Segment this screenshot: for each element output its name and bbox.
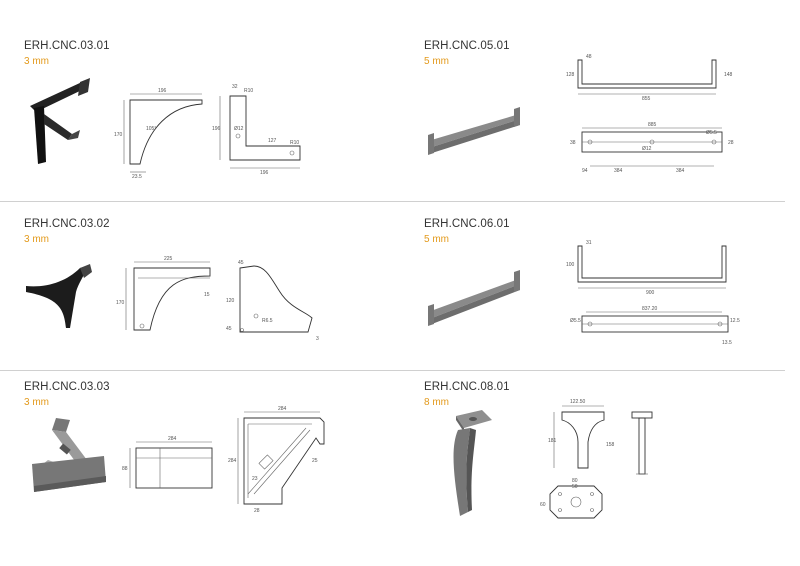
dimension-label: 196 [158, 88, 167, 94]
product-render-image [428, 270, 520, 326]
technical-drawing: 196 170 105° 23.5 [114, 88, 203, 180]
section-divider [0, 201, 785, 202]
dimension-label: 28 [254, 508, 260, 514]
technical-drawing: 31 100 900 837.20 Ø5.5 12.5 13.5 [566, 240, 740, 346]
dimension-label: 15 [204, 292, 210, 298]
technical-drawing: 80 50 60 [540, 478, 603, 519]
dimension-label: 284 [278, 406, 287, 412]
technical-drawing [631, 411, 653, 475]
dimension-label: 225 [164, 256, 173, 262]
technical-drawing: 122.50 181 158 [548, 399, 615, 469]
product-thickness: 3 mm [24, 56, 49, 67]
dimension-label: 31 [586, 240, 592, 246]
dimension-label: 170 [116, 300, 125, 306]
dimension-label: 158 [606, 442, 615, 448]
section-divider [0, 370, 785, 371]
dimension-label: Ø5.5 [706, 130, 717, 136]
technical-drawing: 45 120 R6.5 45 3 [226, 260, 319, 342]
product-thickness: 3 mm [24, 397, 49, 408]
dimension-label: 384 [614, 168, 623, 174]
dimension-label: R6.5 [262, 318, 273, 324]
dimension-label: 13.5 [722, 340, 732, 346]
dimension-label: 45 [226, 326, 232, 332]
dimension-label: 120 [226, 298, 235, 304]
dimension-label: 170 [114, 132, 123, 138]
dimension-label: 38 [570, 140, 576, 146]
product-code: ERH.CNC.05.01 [424, 40, 510, 52]
product-code: ERH.CNC.03.03 [24, 381, 110, 393]
dimension-label: 25 [312, 458, 318, 464]
dimension-label: 181 [548, 438, 557, 444]
dimension-label: 50 [572, 484, 578, 490]
technical-drawing: 284 88 [122, 436, 213, 489]
dimension-label: 60 [540, 502, 546, 508]
dimension-label: 122.50 [570, 399, 586, 405]
product-render-image [428, 107, 520, 155]
dimension-label: 45 [238, 260, 244, 266]
product-code: ERH.CNC.03.01 [24, 40, 110, 52]
product-code: ERH.CNC.06.01 [424, 218, 510, 230]
technical-drawing: 284 284 25 23 28 [228, 406, 325, 514]
technical-drawing: 225 170 15 [116, 256, 211, 331]
dimension-label: 105° [146, 126, 156, 132]
dimension-label: 148 [724, 72, 733, 78]
dimension-label: 196 [260, 170, 269, 176]
dimension-label: 284 [168, 436, 177, 442]
technical-drawing: 32 R10 127 196 196 Ø12 R10 [212, 84, 301, 176]
dimension-label: 127 [268, 138, 277, 144]
dimension-label: 88 [122, 466, 128, 472]
dimension-label: 94 [582, 168, 588, 174]
product-render-image [26, 264, 92, 328]
dimension-label: 384 [676, 168, 685, 174]
dimension-label: Ø5.5 [570, 318, 581, 324]
product-render-image [32, 418, 106, 492]
product-code: ERH.CNC.03.02 [24, 218, 110, 230]
dimension-label: 23.5 [132, 174, 142, 180]
dimension-label: R10 [244, 88, 253, 94]
dimension-label: 3 [316, 336, 319, 342]
dimension-label: R10 [290, 140, 299, 146]
product-thickness: 5 mm [424, 56, 449, 67]
dimension-label: 80 [572, 478, 578, 484]
product-render-image [30, 78, 90, 164]
dimension-label: 128 [566, 72, 575, 78]
dimension-label: Ø12 [234, 126, 244, 132]
dimension-label: 23 [252, 476, 258, 482]
product-thickness: 8 mm [424, 397, 449, 408]
dimension-label: 837.20 [642, 306, 658, 312]
product-thickness: 3 mm [24, 234, 49, 245]
product-thickness: 5 mm [424, 234, 449, 245]
product-code: ERH.CNC.08.01 [424, 381, 510, 393]
product-render-image [453, 410, 492, 516]
technical-drawing: 48 128 148 855 885 Ø5.5 Ø12 384 384 94 3… [566, 54, 734, 174]
dimension-label: 28 [728, 140, 734, 146]
dimension-label: 100 [566, 262, 575, 268]
dimension-label: 32 [232, 84, 238, 90]
dimension-label: 12.5 [730, 318, 740, 324]
dimension-label: Ø12 [642, 146, 652, 152]
dimension-label: 196 [212, 126, 221, 132]
dimension-label: 855 [642, 96, 651, 102]
dimension-label: 48 [586, 54, 592, 60]
dimension-label: 885 [648, 122, 657, 128]
dimension-label: 900 [646, 290, 655, 296]
dimension-label: 284 [228, 458, 237, 464]
